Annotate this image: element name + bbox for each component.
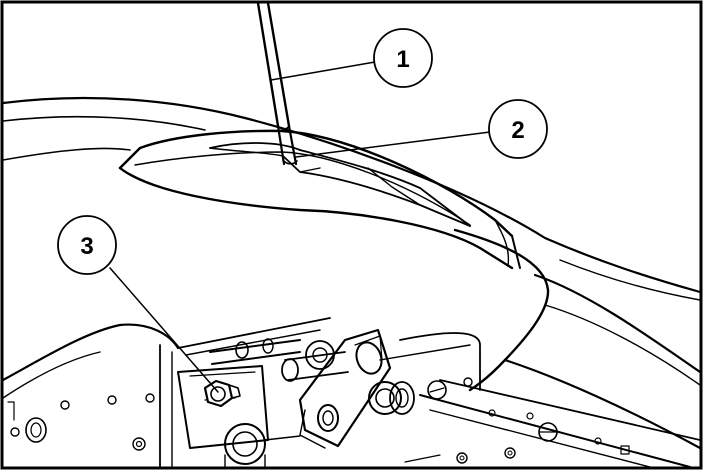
linkage-mechanism (204, 328, 415, 467)
bolt (203, 379, 241, 408)
callout-1-label: 1 (396, 46, 409, 73)
callout-3: 3 (57, 215, 117, 275)
callout-2-label: 2 (511, 117, 524, 144)
frame-rail (379, 332, 700, 467)
leader-lines (109, 61, 491, 393)
rear-fender (3, 96, 700, 301)
frame-arm (453, 228, 700, 450)
shift-lever (256, 3, 298, 166)
callout-3-label: 3 (80, 233, 93, 260)
callout-3-circle (57, 215, 117, 275)
callout-1-circle (373, 28, 433, 88)
callout-1: 1 (373, 28, 433, 88)
callout-2-circle (488, 99, 548, 159)
callout-2: 2 (488, 99, 548, 159)
